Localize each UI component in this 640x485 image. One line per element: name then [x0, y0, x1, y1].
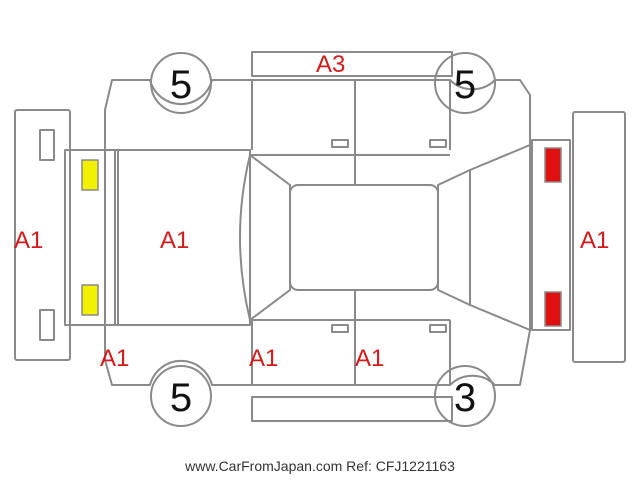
wheel-top-left — [150, 52, 212, 114]
tire-depth-bottom-left: 5 — [170, 376, 192, 420]
damage-code-door-front-lower: A1 — [249, 345, 278, 372]
rear-hatch — [469, 144, 531, 331]
damage-code-roof-rear-doors: A3 — [316, 51, 345, 78]
damage-code-labels: A3 A1 A1 A1 A1 A1 A1 — [14, 51, 609, 372]
watermark-reference: www.CarFromJapan.com Ref: CFJ1221163 — [185, 458, 455, 474]
tire-depth-labels: 5 5 5 3 — [170, 63, 476, 420]
tire-depth-top-left: 5 — [170, 63, 192, 107]
front-bumper-panel — [14, 109, 71, 361]
bottom-rear-door-handle — [429, 324, 447, 333]
damage-code-hood: A1 — [160, 227, 189, 254]
front-bumper-slot-top — [39, 129, 55, 161]
front-light-housing — [64, 149, 116, 326]
rear-light-bottom — [544, 291, 562, 327]
hood-panel — [117, 149, 251, 326]
front-light-bottom — [81, 284, 99, 316]
wheel-top-right — [434, 52, 496, 114]
body-outline — [104, 79, 531, 386]
damage-code-right-bumper: A1 — [580, 227, 609, 254]
tire-depth-bottom-right: 3 — [454, 376, 476, 420]
top-front-door-handle — [331, 139, 349, 148]
damage-code-left-bumper: A1 — [14, 227, 43, 254]
rear-bumper-panel — [572, 111, 626, 363]
rear-light-housing — [531, 139, 571, 331]
windshield — [239, 154, 291, 321]
roof-panel — [289, 184, 439, 291]
wheel-bottom-right — [434, 365, 496, 427]
rear-light-top — [544, 147, 562, 183]
damage-code-door-rear-lower: A1 — [355, 345, 384, 372]
car-outline — [14, 51, 626, 427]
rear-window — [437, 169, 471, 306]
bottom-front-door-handle — [331, 324, 349, 333]
top-rear-door-handle — [429, 139, 447, 148]
top-sill-panel — [251, 51, 453, 77]
damage-code-front-lower-left: A1 — [100, 345, 129, 372]
tire-depth-top-right: 5 — [454, 63, 476, 107]
front-light-top — [81, 159, 99, 191]
bottom-sill-panel — [251, 396, 453, 422]
wheel-bottom-left — [150, 365, 212, 427]
front-bumper-slot-bottom — [39, 309, 55, 341]
